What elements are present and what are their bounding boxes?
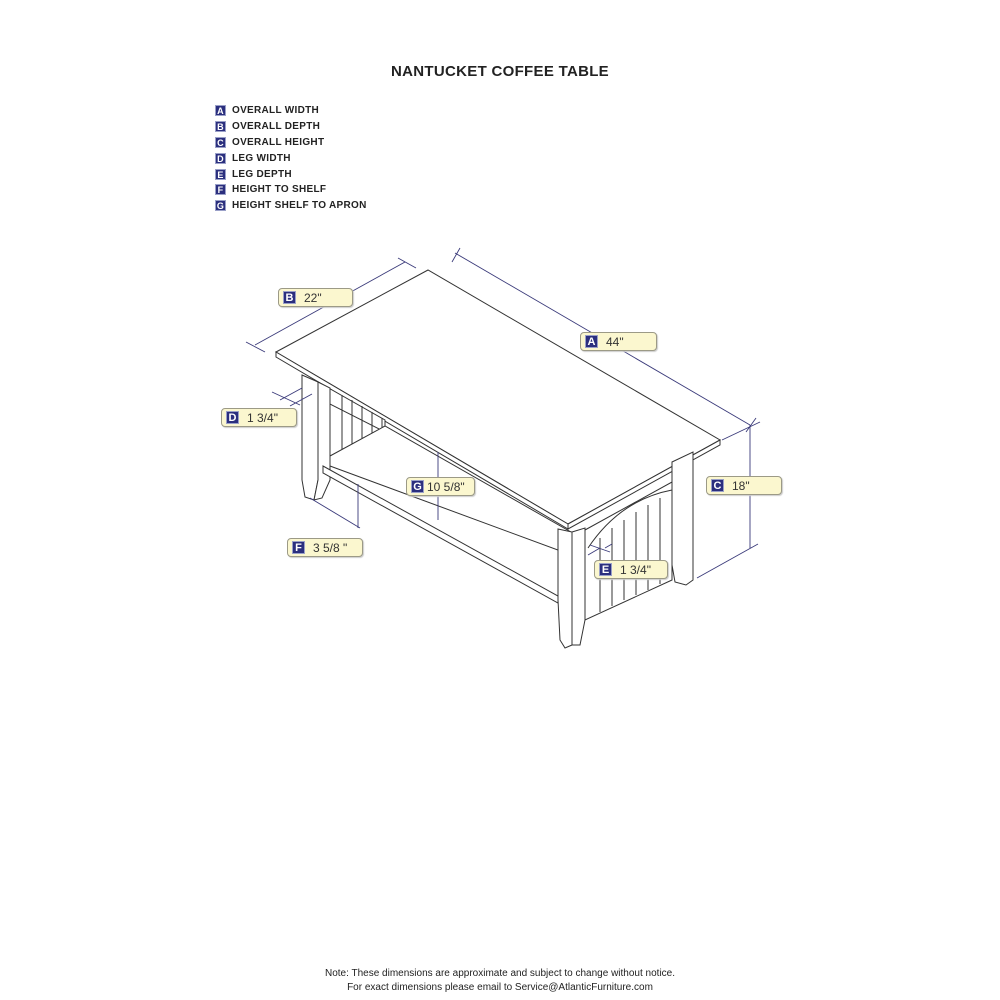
badge-f: F [292,541,305,554]
legend-key-badge: G [215,200,226,212]
legend-item: G HEIGHT SHELF TO APRON [215,198,367,214]
badge-b: B [283,291,296,304]
legend-item: B OVERALL DEPTH [215,119,367,135]
front-leg [557,527,586,649]
dimension-label-a: A 44" [580,332,657,351]
legend-label: HEIGHT SHELF TO APRON [232,200,367,212]
badge-e: E [599,563,612,576]
legend-label: OVERALL HEIGHT [232,136,325,148]
badge-g: G [411,480,424,493]
legend-item: A OVERALL WIDTH [215,103,367,119]
dimension-value: 1 3/4" [247,410,278,425]
note-line: For exact dimensions please email to Ser… [347,982,653,993]
legend-key-badge: F [215,184,226,196]
legend-key-badge: B [215,121,226,133]
legend-item: C OVERALL HEIGHT [215,135,367,151]
legend-key-badge: C [215,136,226,148]
legend-label: OVERALL DEPTH [232,121,321,133]
badge-d: D [226,411,239,424]
badge-c: C [711,479,724,492]
dimension-label-b: B 22" [278,288,353,307]
dimension-value: 18" [732,478,750,493]
page-title: NANTUCKET COFFEE TABLE [391,63,609,80]
legend-key-badge: A [215,105,226,117]
dimension-value: 44" [606,334,624,349]
legend-item: E LEG DEPTH [215,166,367,182]
note-line: Note: These dimensions are approximate a… [324,968,676,979]
dimension-label-c: C 18" [706,476,782,495]
disclaimer-note: Note: These dimensions are approximate a… [0,967,1000,995]
legend-label: OVERALL WIDTH [232,105,320,117]
dimension-label-e: E 1 3/4" [594,560,668,579]
legend-key-badge: D [215,152,226,164]
badge-a: A [585,335,598,348]
left-side-panel [301,374,386,501]
legend-key-badge: E [215,168,226,180]
legend-item: D LEG WIDTH [215,150,367,166]
dimension-value: 3 5/8 " [313,540,348,555]
legend-label: LEG DEPTH [232,168,292,180]
dimension-label-f: F 3 5/8 " [287,538,363,557]
legend: A OVERALL WIDTH B OVERALL DEPTH C OVERALL H… [215,103,367,214]
dimension-value: 22" [304,290,322,305]
legend-label: LEG WIDTH [232,152,291,164]
dimension-value: 10 5/8" [427,479,465,494]
legend-label: HEIGHT TO SHELF [232,184,327,196]
dimension-label-d: D 1 3/4" [221,408,297,427]
dimension-value: 1 3/4" [620,562,651,577]
legend-item: F HEIGHT TO SHELF [215,182,367,198]
